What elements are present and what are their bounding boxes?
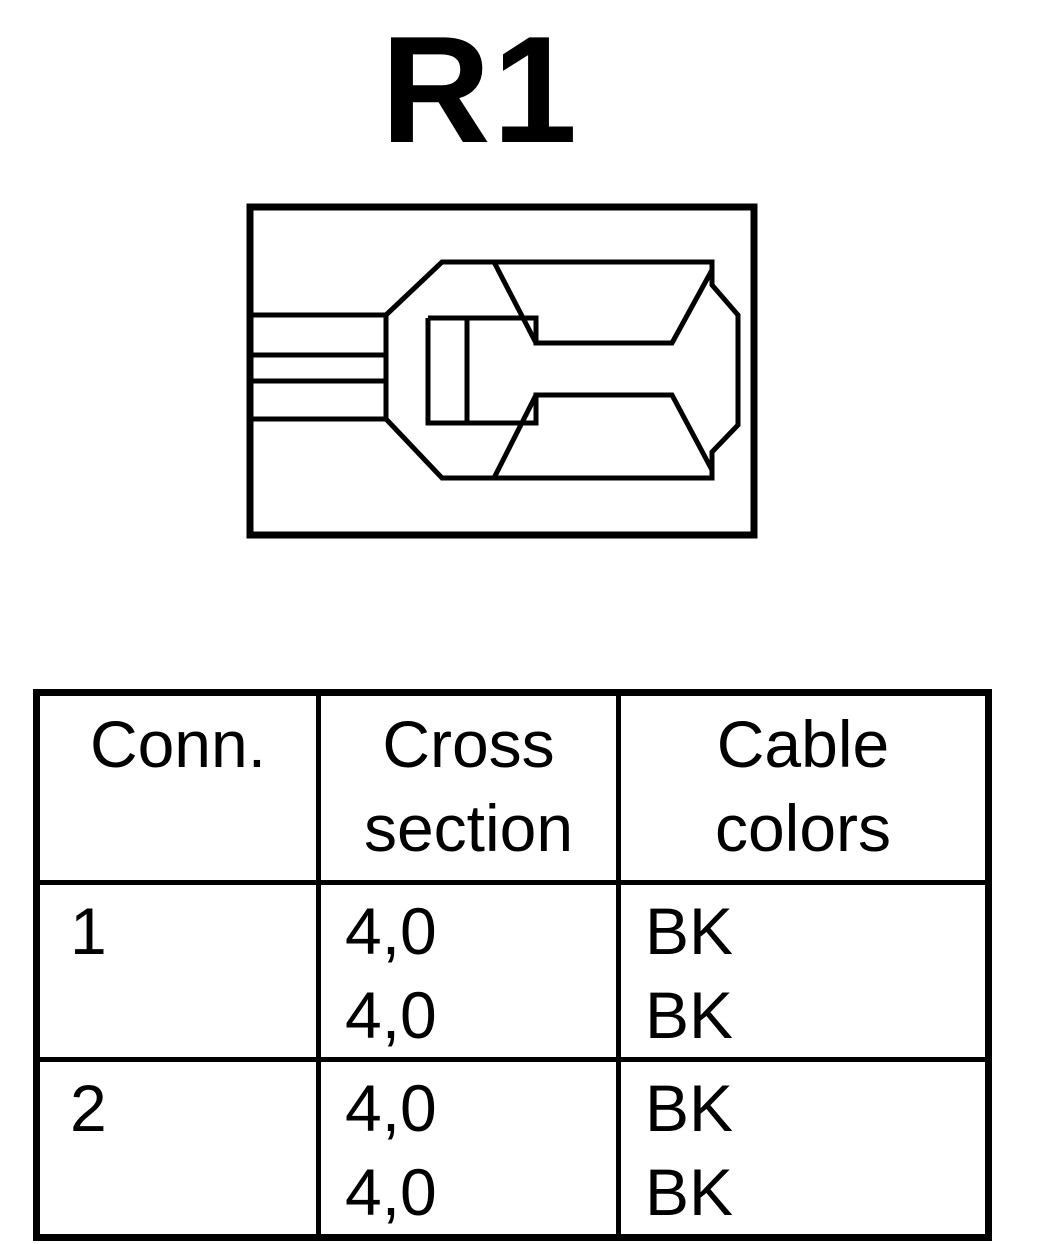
cross-section-cell: 4,0 4,0: [316, 880, 621, 1062]
cable-wires-lines: [252, 312, 386, 422]
header-cross-section: Cross section: [316, 690, 621, 885]
connector-title: R1: [380, 5, 580, 175]
terminal-slot-outline: [425, 268, 715, 472]
cable-color-cell: BK BK: [616, 1057, 991, 1240]
connector-drawing: [246, 203, 758, 539]
header-conn: Conn.: [34, 690, 321, 885]
cable-color-value: BK: [645, 1071, 734, 1145]
cross-section-value: 4,0: [345, 894, 437, 968]
connection-table: Conn. Cross section Cable colors 1 4,0 4…: [33, 689, 992, 1241]
cross-section-cell: 4,0 4,0: [316, 1057, 621, 1240]
cable-color-value: BK: [645, 894, 734, 968]
header-cross-section-line2: section: [363, 791, 574, 865]
header-cable-colors: Cable colors: [616, 690, 991, 885]
header-cable-colors-line2: colors: [714, 791, 892, 865]
header-cable-colors-line1: Cable: [716, 707, 890, 781]
connector-housing-outline: [246, 203, 758, 539]
header-conn-line1: Conn.: [89, 707, 267, 781]
cross-section-value: 4,0: [345, 1155, 437, 1229]
cable-color-cell: BK BK: [616, 880, 991, 1062]
table-header-row: Conn. Cross section Cable colors: [34, 690, 991, 885]
conn-number-cell: 2: [34, 1057, 321, 1240]
header-cross-section-line1: Cross: [382, 707, 555, 781]
table-row: 2 4,0 4,0 BK BK: [34, 1057, 991, 1240]
conn-number-cell: 1: [34, 880, 321, 1062]
terminal-body-outline: [383, 259, 741, 481]
cross-section-value: 4,0: [345, 1071, 437, 1145]
cable-color-value: BK: [645, 978, 734, 1052]
cable-color-value: BK: [645, 1155, 734, 1229]
table-row: 1 4,0 4,0 BK BK: [34, 880, 991, 1062]
cross-section-value: 4,0: [345, 978, 437, 1052]
terminal-contact-upper: [491, 260, 539, 345]
terminal-contact-lower: [491, 393, 539, 480]
